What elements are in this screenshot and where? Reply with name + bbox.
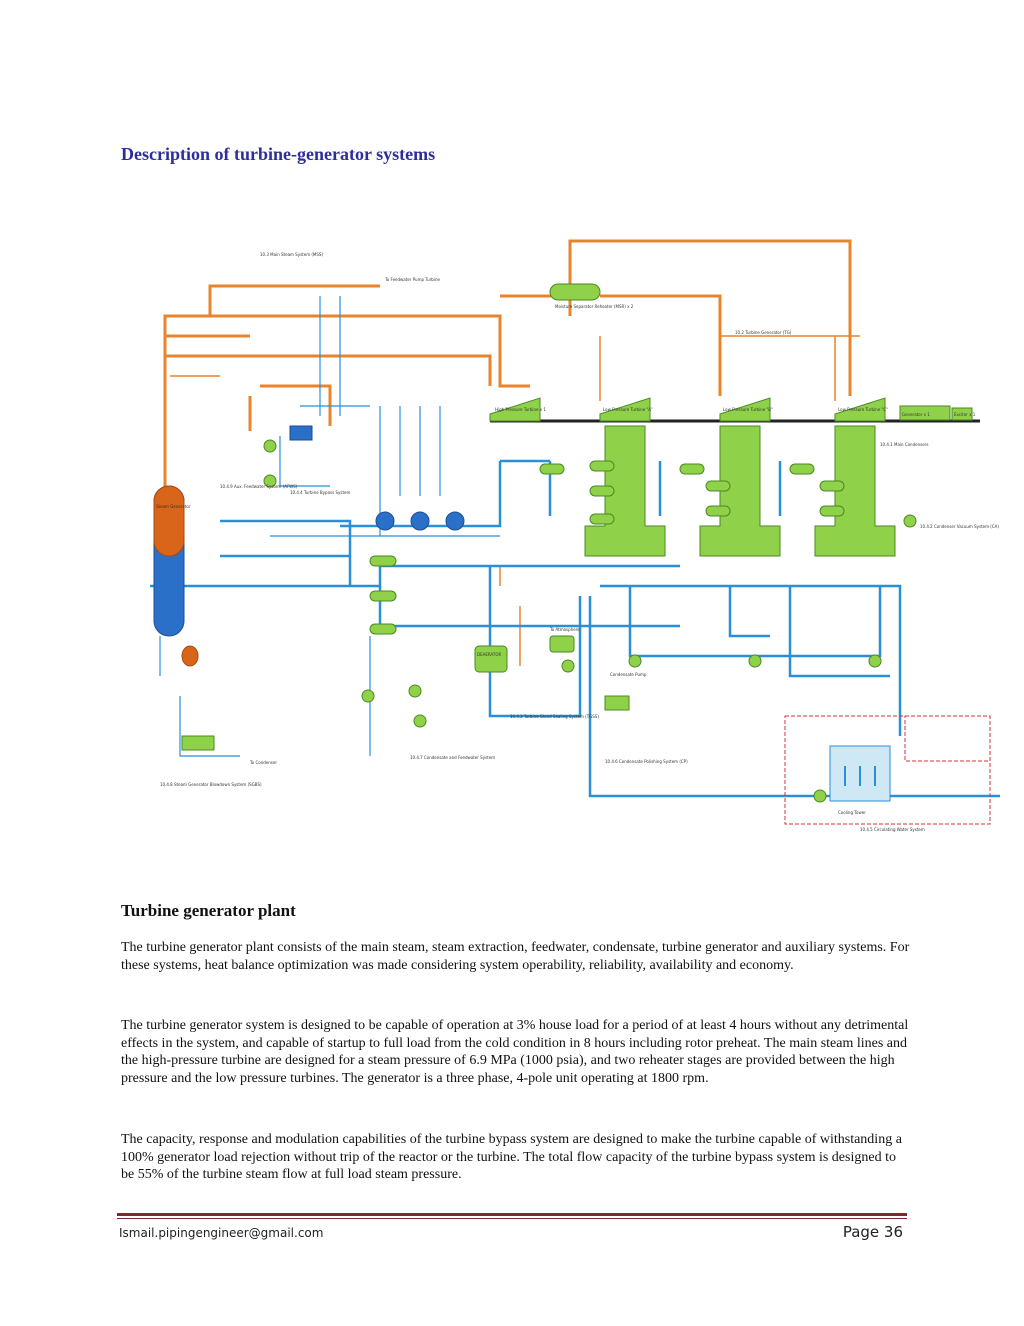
label-main-condensers: 10.4.1 Main Condensers <box>880 442 928 447</box>
label-moisture-separator: Moisture Separator Reheater (MSR) x 2 <box>555 304 634 309</box>
label-cooling-tower: Cooling Tower <box>838 810 866 815</box>
label-generator: Generator x 1 <box>902 412 930 417</box>
label-gland-sealing: 10.4.3 Turbine Gland Sealing System (TGS… <box>510 714 599 719</box>
label-turbine-bypass: 10.4.4 Turbine Bypass System <box>290 490 350 495</box>
paragraph: The capacity, response and modulation ca… <box>121 1132 902 1182</box>
label-steam-generator: Steam Generator <box>156 504 191 509</box>
label-main-steam: 10.3 Main Steam System (MSS) <box>260 252 323 257</box>
label-sg-blowdown: 10.4.8 Steam Generator Blowdown System (… <box>160 782 262 787</box>
label-to-feedwater-pump-turbine: To Feedwater Pump Turbine <box>384 277 440 282</box>
label-circulating-water: 10.4.5 Circulating Water System <box>860 827 925 832</box>
label-aux-feedwater: 10.4.9 Aux. Feedwater System (AFWS) <box>220 484 298 489</box>
footer-rule-thin <box>117 1218 907 1219</box>
label-condensate-feedwater: 10.4.7 Condensate and Feedwater System <box>410 755 495 760</box>
turbine-generator-schematic: 10.3 Main Steam System (MSS) 10.2 Turbin… <box>120 236 1000 850</box>
section-heading: Turbine generator plant <box>121 901 296 920</box>
label-to-atmosphere: To Atmosphere <box>549 627 580 632</box>
page-number: Page 36 <box>842 1223 903 1241</box>
label-condensate-pump: Condensate Pump <box>610 672 647 677</box>
label-exciter: Exciter x 1 <box>954 412 976 417</box>
footer-rule <box>117 1213 907 1216</box>
label-lp-turbine-a: Low Pressure Turbine "A" <box>603 407 653 412</box>
label-lp-turbine-c: Low Pressure Turbine "C" <box>838 407 888 412</box>
label-condensate-polishing: 10.4.6 Condensate Polishing System (CP) <box>605 759 688 764</box>
label-to-condenser: To Condenser <box>249 760 277 765</box>
paragraph: The turbine generator plant consists of … <box>121 940 910 973</box>
label-deaerator: DEAERATOR <box>477 652 502 657</box>
paragraph: The turbine generator system is designed… <box>121 1018 909 1086</box>
label-turbine-generator: 10.2 Turbine Generator (TG) <box>735 330 792 335</box>
label-hp-turbine: High Pressure Turbine x 1 <box>495 407 546 412</box>
footer-email: Ismail.pipingengineer@gmail.com <box>119 1226 324 1240</box>
label-condenser-vacuum: 10.4.2 Condenser Vacuum System (CA) <box>920 524 999 529</box>
label-lp-turbine-b: Low Pressure Turbine "B" <box>723 407 773 412</box>
page-title: Description of turbine-generator systems <box>121 144 436 164</box>
